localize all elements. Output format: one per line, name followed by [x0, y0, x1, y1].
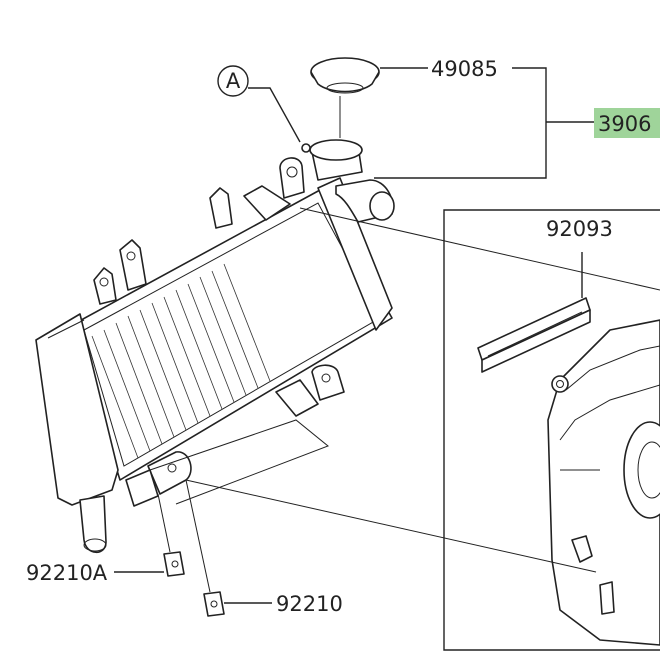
top-bracket-2-hole	[126, 251, 136, 261]
label-92093[interactable]: 92093	[546, 217, 613, 241]
fan-assembly	[443, 209, 660, 651]
lower-bracket-3-hole	[167, 463, 177, 473]
nut-right-dash	[185, 479, 211, 593]
spacer-part	[477, 252, 591, 373]
cap-body	[310, 71, 380, 93]
nut-left-hole	[171, 560, 179, 568]
nut-right-part	[185, 479, 272, 617]
lower-bracket-1	[275, 379, 319, 417]
top-bracket-3	[209, 187, 233, 229]
fan-shroud-rib	[559, 384, 660, 441]
nut-left-body	[163, 551, 185, 577]
radiator-cap-part	[310, 57, 428, 138]
cap-seal	[326, 82, 364, 94]
callout-a-leader	[248, 87, 301, 143]
overflow-nipple	[301, 143, 311, 153]
radiator-fins	[91, 263, 271, 459]
fan-hub	[637, 441, 660, 499]
fan-mount-hole	[556, 380, 564, 388]
fan-frame-box	[443, 209, 660, 651]
nut-right-hole	[210, 600, 218, 608]
label-92210[interactable]: 92210	[276, 592, 343, 616]
reference-line-upper	[299, 207, 660, 291]
label-3906[interactable]: 3906	[598, 112, 651, 136]
label-92210a[interactable]: 92210A	[26, 561, 108, 585]
lower-outlet-mouth	[83, 538, 107, 552]
label-49085[interactable]: 49085	[431, 57, 498, 81]
callout-a-letter: A	[226, 69, 241, 93]
fan-lower-tab	[599, 581, 615, 615]
nut-right-body	[203, 591, 225, 617]
assembly-bracket-line	[374, 67, 547, 179]
left-tank	[35, 313, 119, 506]
top-bracket-2	[119, 239, 147, 291]
lower-bracket-2-hole	[321, 373, 331, 383]
lower-outlet-pipe	[79, 495, 107, 554]
nut-left-dash	[157, 493, 171, 553]
top-bracket-4	[243, 185, 291, 221]
callout-a: A	[217, 65, 301, 143]
lower-guide-frame	[149, 419, 329, 505]
nut-left-part	[114, 493, 185, 577]
fan-shroud	[547, 319, 660, 646]
upper-hose-mouth	[369, 191, 395, 221]
fan-tab	[571, 535, 593, 563]
radiator	[35, 139, 395, 554]
callout-a-circle	[217, 65, 249, 97]
top-bracket-5-hole	[286, 166, 298, 178]
filler-neck-rim	[309, 139, 363, 161]
fan-mount-grommet	[551, 375, 569, 393]
spacer-groove	[487, 311, 583, 357]
lower-bracket-2	[311, 364, 345, 401]
top-bracket-1-hole	[99, 277, 109, 287]
fan-motor	[623, 421, 660, 519]
reference-line-lower	[185, 479, 597, 573]
assembly-highlight	[594, 108, 660, 138]
fan-shroud-edge	[565, 345, 660, 391]
spacer-side-face	[481, 309, 591, 373]
left-tank-seam	[47, 319, 85, 339]
top-bracket-5	[279, 157, 305, 199]
